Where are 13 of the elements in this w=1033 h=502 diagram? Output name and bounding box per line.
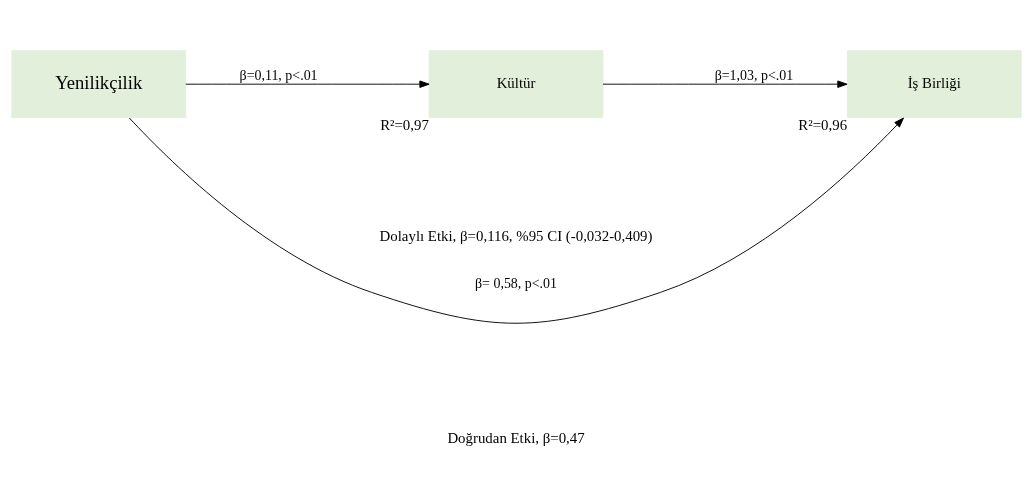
node-box: İş Birliği (846, 50, 1022, 119)
node-label: R²=0,96 (798, 116, 848, 133)
node-box: Yenilikçilik (11, 50, 187, 119)
arrow (128, 117, 904, 324)
label: Doğrudan Etki, β=0,47 (447, 429, 585, 446)
node-box: Kültür (428, 50, 604, 119)
arrow (185, 80, 430, 88)
label: Dolaylı Etki, β=0,116, %95 CI (-0,032-0,409) (379, 228, 653, 245)
edge-label: β=0,11, p<.01 (239, 67, 318, 83)
arrow (602, 80, 848, 88)
node-label: R²=0,97 (380, 116, 429, 133)
edge-label: β= 0,58, p<.01 (475, 275, 558, 291)
edge-label: β=1,03, p<.01 (714, 67, 794, 83)
